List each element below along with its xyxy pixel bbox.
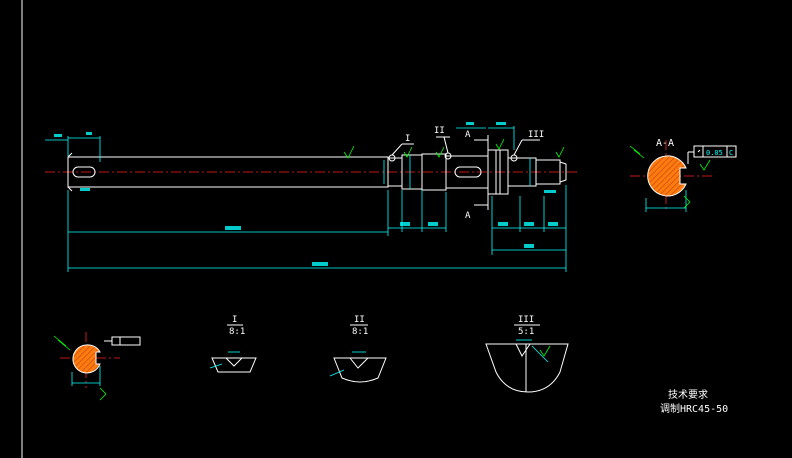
detail-3-dim-2 bbox=[531, 345, 549, 363]
section-aa-roughness-3 bbox=[683, 195, 691, 209]
tolerance-value: 0.05 bbox=[706, 149, 723, 157]
detail-label-2: II bbox=[354, 315, 365, 325]
notes-line-1: 调制HRC45-50 bbox=[660, 402, 728, 415]
callout-leader-3 bbox=[513, 139, 523, 156]
shaft-step-6[interactable] bbox=[535, 159, 561, 185]
detail-view-2[interactable]: II 8:1 bbox=[329, 315, 387, 383]
detail-1-dim-2 bbox=[209, 363, 223, 369]
detail-3-groove bbox=[515, 343, 531, 357]
section-aa-hatch bbox=[647, 155, 687, 197]
callout-leader-2 bbox=[443, 136, 449, 154]
callout-label-1: I bbox=[405, 134, 410, 144]
section-arrow-label-top: A bbox=[465, 130, 471, 140]
tolerance-datum: C bbox=[729, 149, 733, 157]
dimension-values bbox=[54, 122, 558, 266]
shaft-end bbox=[559, 161, 567, 183]
notes-title: 技术要求 bbox=[668, 388, 708, 401]
detail-label-3: III bbox=[518, 315, 534, 325]
section-aa-roughness-2 bbox=[699, 159, 711, 171]
detail-3-roughness bbox=[539, 345, 551, 357]
section-left-hatch bbox=[72, 344, 101, 374]
keyway-slot-left[interactable] bbox=[72, 166, 96, 178]
section-aa-roughness bbox=[629, 145, 645, 159]
section-arrow-label-bottom: A bbox=[465, 211, 471, 221]
detail-scale-3: 5:1 bbox=[518, 327, 534, 337]
detail-scale-2: 8:1 bbox=[352, 327, 368, 337]
shaft-main-view[interactable] bbox=[45, 149, 580, 195]
detail-2-profile bbox=[333, 357, 387, 383]
shaft-chamfer bbox=[67, 152, 73, 192]
section-left-view[interactable] bbox=[53, 332, 141, 401]
detail-label-1: I bbox=[232, 315, 237, 325]
section-left-roughness-2 bbox=[99, 387, 107, 401]
callout-label-2: II bbox=[434, 126, 445, 136]
detail-1-groove bbox=[225, 357, 243, 367]
section-left-tolerance bbox=[111, 336, 141, 346]
callout-leader-1 bbox=[391, 143, 403, 156]
detail-view-1[interactable]: I 8:1 bbox=[209, 315, 257, 373]
detail-3-profile bbox=[485, 343, 569, 393]
section-left-roughness bbox=[53, 335, 71, 351]
detail-2-groove bbox=[349, 357, 369, 369]
section-aa-label: A-A bbox=[656, 138, 674, 149]
callout-label-3: III bbox=[528, 130, 544, 140]
keyway-slot-middle[interactable] bbox=[454, 166, 482, 178]
detail-view-3[interactable]: III 5:1 bbox=[485, 315, 569, 393]
section-aa-view[interactable]: A-A bbox=[629, 138, 712, 212]
roughness-marks bbox=[343, 138, 565, 159]
detail-scale-1: 8:1 bbox=[229, 327, 245, 337]
dimension-lines bbox=[45, 126, 567, 272]
technical-notes: 技术要求 调制HRC45-50 bbox=[660, 388, 728, 415]
tolerance-frame[interactable]: 0.05 C bbox=[687, 145, 737, 164]
detail-2-dim-2 bbox=[329, 369, 345, 377]
